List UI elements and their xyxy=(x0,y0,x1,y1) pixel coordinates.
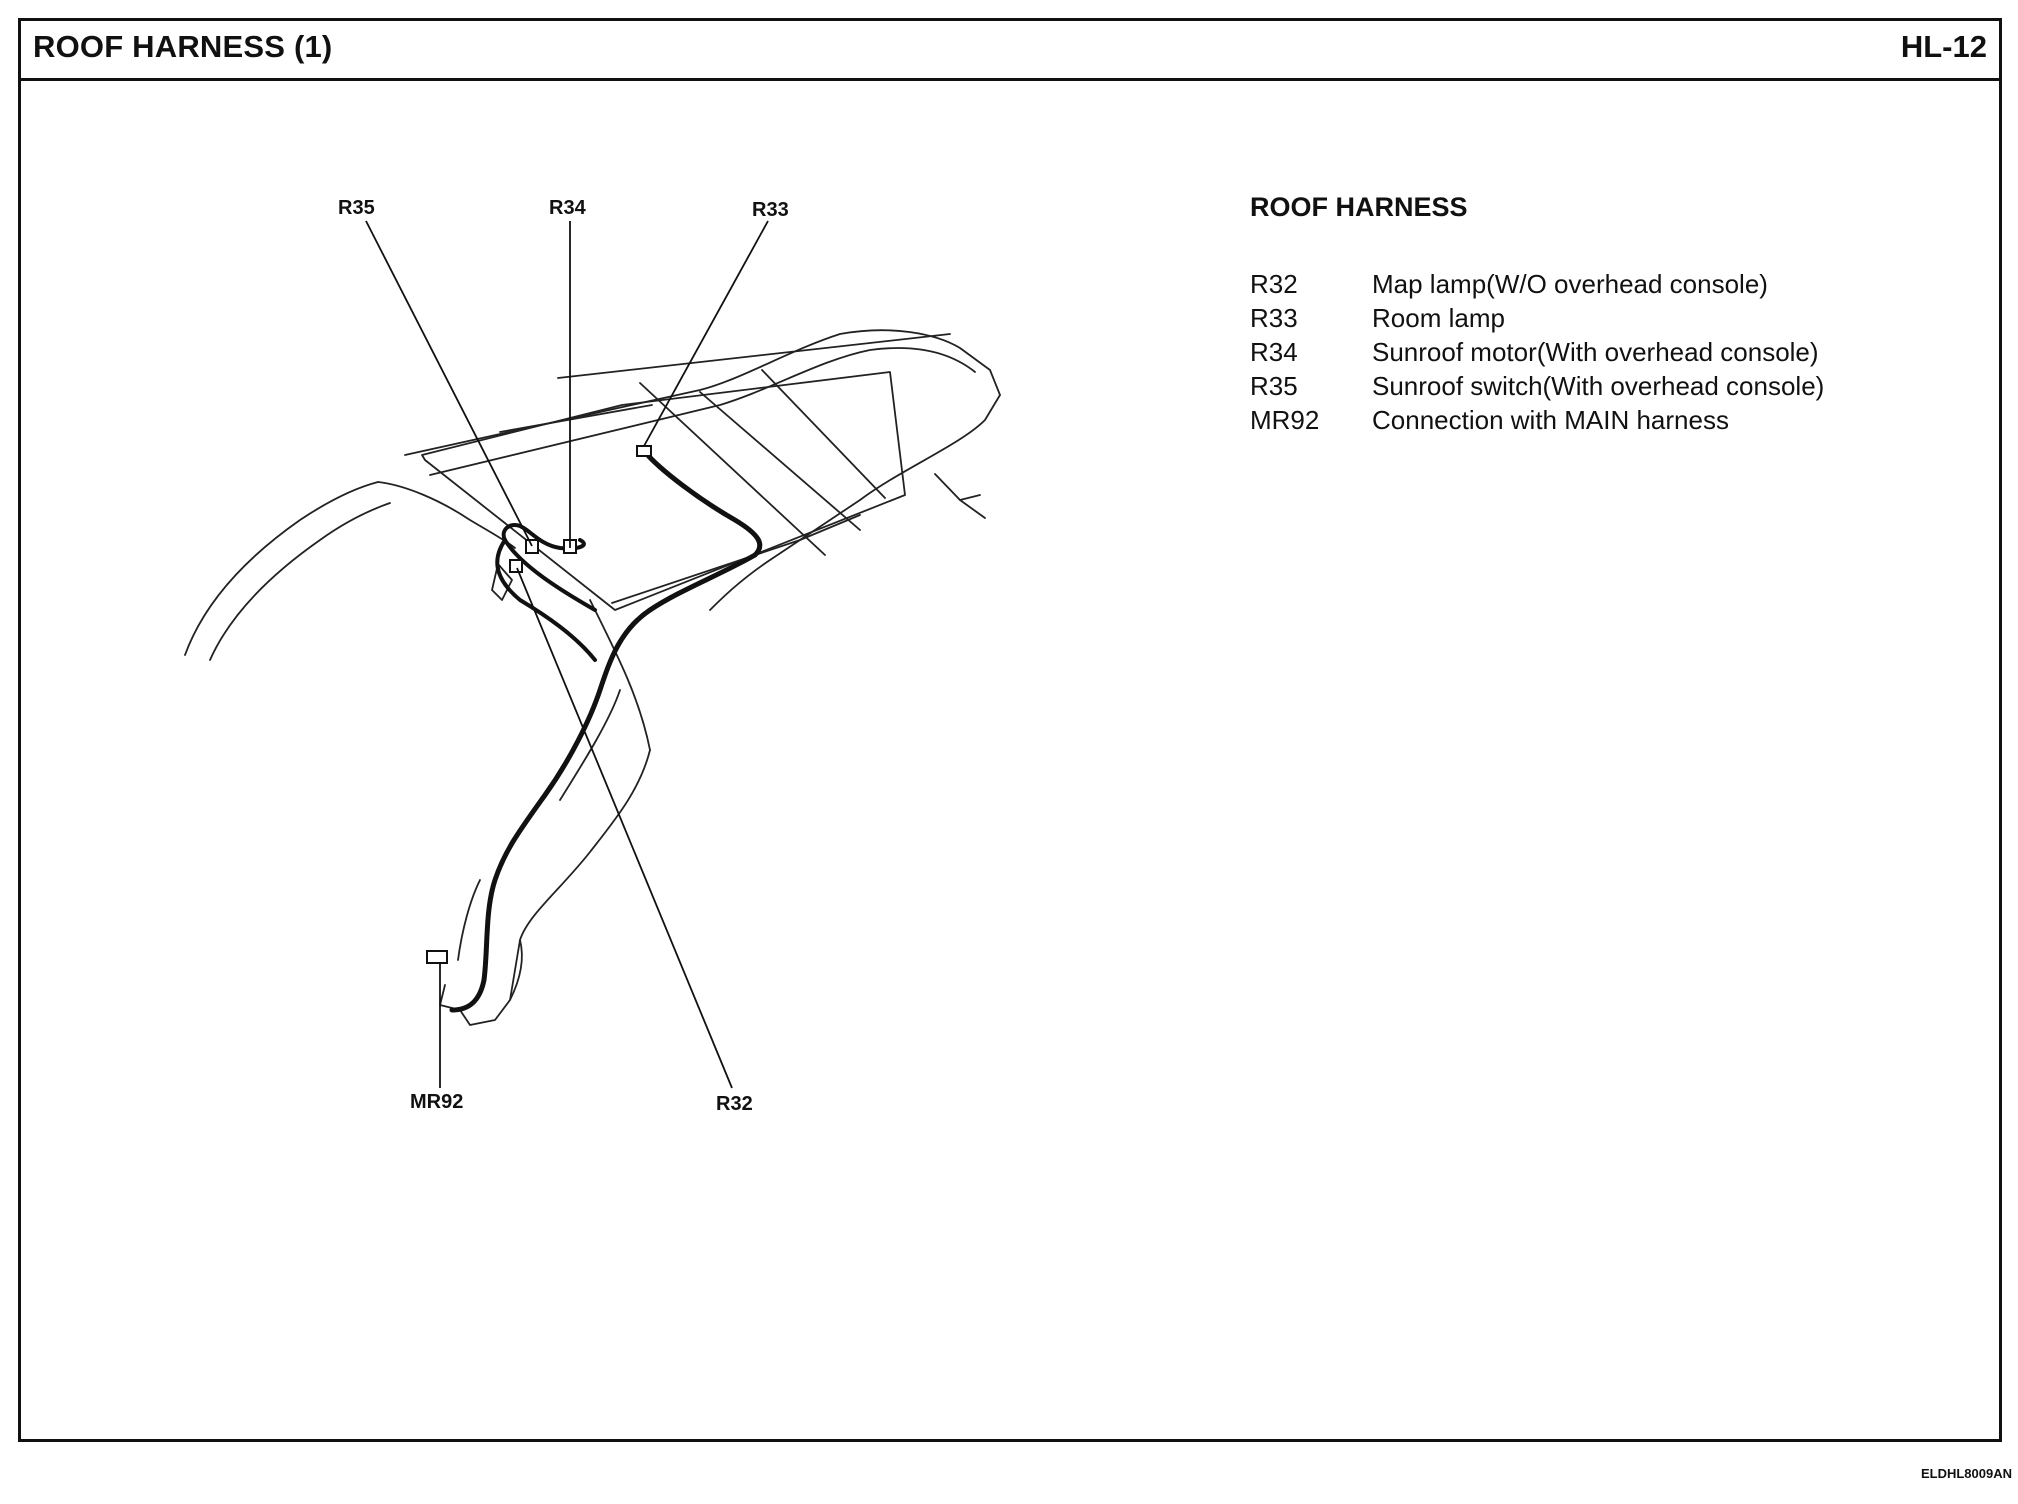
label-r34: R34 xyxy=(549,197,587,219)
legend-row-mr92: MR92 Connection with MAIN harness xyxy=(1250,403,1950,437)
legend-code: R35 xyxy=(1250,371,1298,401)
connector-shapes xyxy=(426,445,652,964)
page-title: ROOF HARNESS (1) xyxy=(33,29,333,64)
legend-title: ROOF HARNESS xyxy=(1250,192,1468,222)
legend-code: R33 xyxy=(1250,303,1298,333)
legend-row-r35: R35 Sunroof switch(With overhead console… xyxy=(1250,369,1950,403)
label-r33: R33 xyxy=(752,199,789,221)
legend-description: Room lamp xyxy=(1372,303,1505,333)
legend-description: Sunroof motor(With overhead console) xyxy=(1372,337,1819,367)
legend-row-r33: R33 Room lamp xyxy=(1250,301,1950,335)
legend-code: R32 xyxy=(1250,269,1298,299)
figure-id: ELDHL8009AN xyxy=(1920,1466,2012,1481)
legend-row-r32: R32 Map lamp(W/O overhead console) xyxy=(1250,267,1950,301)
label-r32: R32 xyxy=(716,1093,753,1115)
legend-row-r34: R34 Sunroof motor(With overhead console) xyxy=(1250,335,1950,369)
label-r35: R35 xyxy=(338,197,375,219)
legend-panel: ROOF HARNESS R32 Map lamp(W/O overhead c… xyxy=(1250,192,1950,437)
connector-mr92 xyxy=(426,950,448,964)
vehicle-roof-outline xyxy=(184,329,1001,1026)
legend-description: Sunroof switch(With overhead console) xyxy=(1372,371,1825,401)
page-code: HL-12 xyxy=(1900,29,1987,64)
connector-r32 xyxy=(509,559,523,573)
legend-description: Connection with MAIN harness xyxy=(1372,405,1729,435)
label-mr92: MR92 xyxy=(410,1091,463,1113)
legend-code: MR92 xyxy=(1250,405,1320,435)
legend-description: Map lamp(W/O overhead console) xyxy=(1372,269,1768,299)
leader-lines xyxy=(365,220,769,1089)
page-frame: ROOF HARNESS (1) HL-12 xyxy=(18,18,2002,1442)
connector-r35 xyxy=(525,539,539,554)
legend-code: R34 xyxy=(1250,337,1298,367)
connector-r33 xyxy=(636,445,652,457)
page-header: ROOF HARNESS (1) HL-12 xyxy=(21,21,1999,81)
